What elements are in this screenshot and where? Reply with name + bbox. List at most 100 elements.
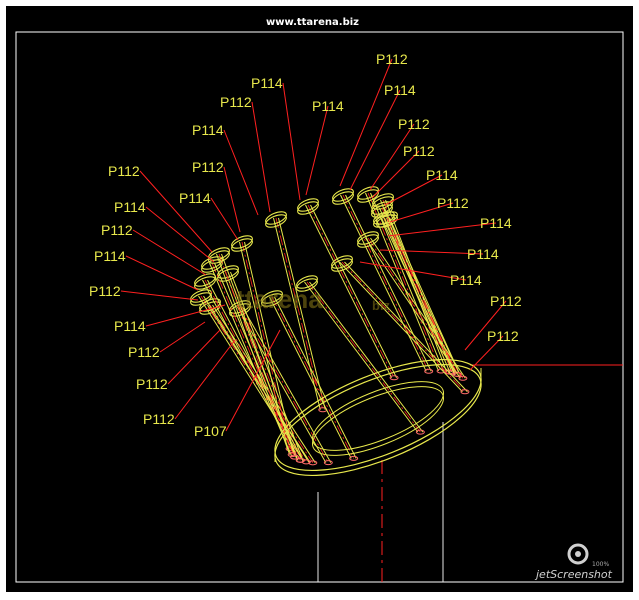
part-label: P112 bbox=[220, 94, 252, 110]
part-label: P112 bbox=[101, 222, 133, 238]
callout: P112 bbox=[128, 321, 206, 360]
jetscreenshot-logo: jetScreenshot 100% bbox=[534, 543, 613, 581]
part-label: P114 bbox=[114, 318, 146, 334]
leader-line bbox=[339, 58, 393, 187]
callout: P114 bbox=[349, 82, 416, 191]
leader-line bbox=[159, 321, 206, 353]
part-label: P112 bbox=[143, 411, 175, 427]
rod bbox=[229, 300, 333, 466]
callout-labels: P112P112P114P114P112P112P114P112P114P112… bbox=[89, 51, 522, 439]
part-label: P114 bbox=[467, 246, 499, 262]
callout: P112 bbox=[101, 222, 207, 276]
base-flange bbox=[274, 358, 482, 477]
leader-line bbox=[210, 197, 239, 241]
callout: P112 bbox=[220, 94, 271, 213]
callout: P112 bbox=[369, 116, 430, 191]
watermark-suffix: biz bbox=[372, 298, 391, 313]
leader-line bbox=[145, 206, 215, 263]
part-label: P114 bbox=[384, 82, 416, 98]
callout: P114 bbox=[384, 167, 458, 206]
rod bbox=[357, 231, 468, 381]
part-label: P112 bbox=[89, 283, 121, 299]
part-label: P112 bbox=[192, 159, 224, 175]
watermark-text: ttarena bbox=[236, 284, 323, 314]
leader-line bbox=[387, 222, 497, 237]
leader-line bbox=[305, 105, 329, 196]
camera-aperture-icon bbox=[567, 543, 589, 565]
callout: P114 bbox=[114, 199, 215, 263]
callout: P112 bbox=[143, 339, 236, 427]
leader-line bbox=[223, 166, 241, 233]
callout: P112 bbox=[389, 195, 469, 223]
leader-line bbox=[379, 249, 484, 255]
callout: P112 bbox=[108, 163, 213, 253]
leader-line bbox=[225, 329, 281, 432]
watermark: ttarena biz bbox=[236, 284, 391, 314]
callout: P114 bbox=[359, 261, 482, 288]
part-label: P114 bbox=[179, 190, 211, 206]
rod bbox=[376, 211, 462, 377]
leader-line bbox=[282, 82, 301, 201]
part-label: P114 bbox=[192, 122, 224, 138]
callout: P114 bbox=[114, 304, 226, 334]
leader-line bbox=[349, 89, 401, 191]
leader-line bbox=[120, 290, 199, 301]
leader-line bbox=[132, 229, 207, 276]
callout: P114 bbox=[251, 75, 301, 201]
part-label: P112 bbox=[487, 328, 519, 344]
leader-line bbox=[389, 202, 454, 223]
callout: P112 bbox=[469, 328, 519, 371]
part-label: P112 bbox=[490, 293, 522, 309]
part-label: P112 bbox=[403, 143, 435, 159]
leader-line bbox=[384, 174, 443, 206]
part-label: P114 bbox=[94, 248, 126, 264]
leader-line bbox=[469, 335, 504, 371]
callout: P112 bbox=[339, 51, 408, 187]
rod bbox=[261, 290, 359, 461]
rod bbox=[331, 255, 470, 395]
site-url-text: www.ttarena.biz bbox=[266, 17, 359, 28]
leader-line bbox=[167, 329, 221, 385]
leader-line bbox=[145, 304, 226, 327]
support-post bbox=[317, 422, 444, 582]
part-label: P114 bbox=[312, 98, 344, 114]
callout: P107 bbox=[194, 329, 281, 439]
rod-cage bbox=[190, 186, 470, 466]
callout: P112 bbox=[136, 329, 221, 392]
rod bbox=[297, 198, 399, 381]
rod bbox=[332, 188, 434, 374]
rod bbox=[296, 275, 425, 435]
part-label: P112 bbox=[398, 116, 430, 132]
part-label: P114 bbox=[480, 215, 512, 231]
part-label: P114 bbox=[251, 75, 283, 91]
leader-line bbox=[174, 339, 236, 420]
callout: P112 bbox=[89, 283, 199, 301]
leader-line bbox=[223, 129, 259, 216]
callout: P112 bbox=[371, 143, 435, 199]
leader-line bbox=[369, 123, 415, 191]
drawing-frame bbox=[15, 31, 624, 583]
part-label: P114 bbox=[114, 199, 146, 215]
leader-line bbox=[371, 150, 420, 199]
jetscreenshot-brand-text: jetScreenshot bbox=[534, 568, 613, 581]
callout: P114 bbox=[94, 248, 199, 291]
part-label: P112 bbox=[437, 195, 469, 211]
part-label: P112 bbox=[128, 344, 160, 360]
jetscreenshot-tag: 100% bbox=[592, 561, 609, 568]
leader-line bbox=[125, 255, 199, 291]
callout: P114 bbox=[305, 98, 344, 196]
callout: P114 bbox=[192, 122, 259, 216]
part-label: P107 bbox=[194, 423, 227, 439]
leader-line bbox=[359, 261, 467, 281]
part-label: P112 bbox=[376, 51, 408, 67]
leader-line bbox=[464, 300, 507, 351]
part-label: P112 bbox=[108, 163, 140, 179]
leader-line bbox=[251, 101, 271, 213]
part-label: P114 bbox=[450, 272, 482, 288]
callout: P114 bbox=[387, 215, 512, 237]
leader-line bbox=[139, 170, 213, 253]
callout: P112 bbox=[464, 293, 522, 351]
callout: P114 bbox=[179, 190, 239, 241]
